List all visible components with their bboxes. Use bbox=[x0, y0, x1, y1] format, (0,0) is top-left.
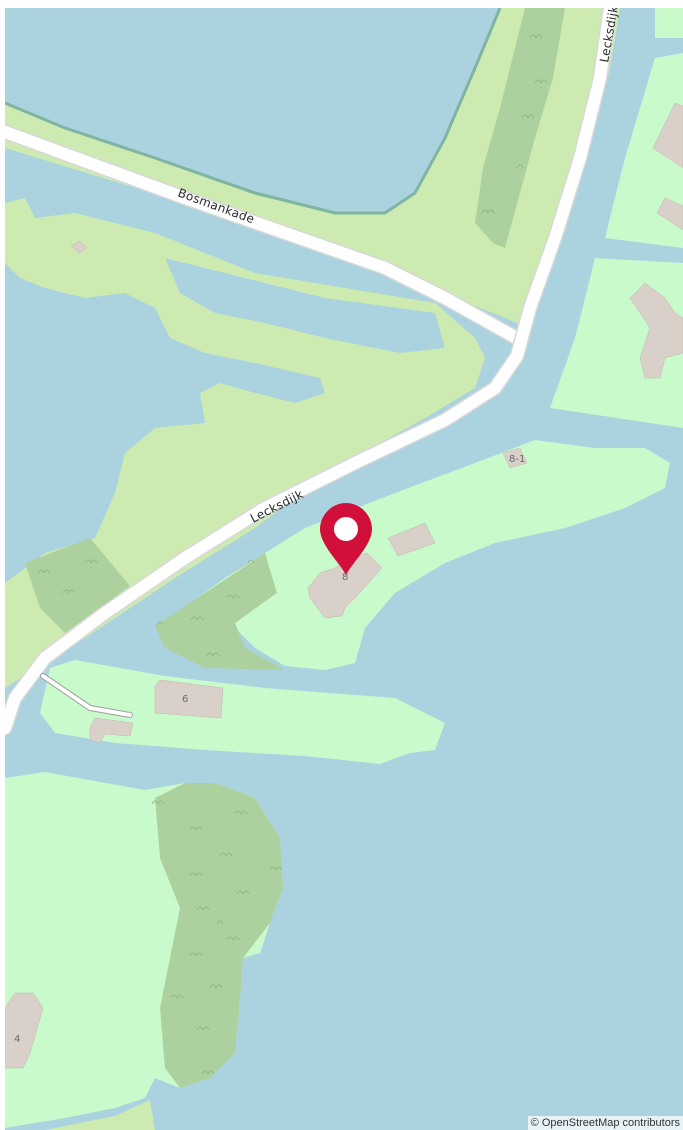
building-east-2 bbox=[656, 197, 683, 231]
forest-trees-island bbox=[156, 559, 255, 657]
canal-edge bbox=[5, 8, 502, 215]
forest-strip-north bbox=[475, 8, 565, 248]
water-inlet bbox=[165, 258, 445, 353]
forest-trees-west bbox=[37, 559, 98, 594]
building-house-4 bbox=[5, 992, 44, 1069]
house-number-8-1: 8-1 bbox=[509, 454, 525, 465]
building-east-1 bbox=[652, 102, 683, 169]
map-pin-icon[interactable] bbox=[320, 503, 372, 575]
map-attribution[interactable]: © OpenStreetMap contributors bbox=[527, 1116, 683, 1130]
island-house-8 bbox=[155, 440, 670, 670]
map-view[interactable]: Bosmankade Lecksdijk Lecksdijk 8 8-1 6 4… bbox=[5, 8, 683, 1130]
forest-trees-south bbox=[151, 800, 283, 1075]
forest-trees-north bbox=[481, 34, 548, 214]
forest-patch-west bbox=[25, 538, 130, 633]
grass-parcel-east-top bbox=[655, 8, 683, 38]
island-house-6 bbox=[40, 660, 445, 764]
grass-field-north bbox=[5, 8, 620, 326]
house-number-4: 4 bbox=[14, 1034, 20, 1045]
building-house-6 bbox=[154, 679, 224, 719]
building-east-3 bbox=[629, 282, 683, 379]
building-house-8 bbox=[307, 552, 383, 619]
road-bosmankade[interactable] bbox=[5, 124, 528, 348]
building-shed-6 bbox=[89, 717, 134, 744]
building-house-8-1 bbox=[502, 447, 528, 469]
house-number-6: 6 bbox=[182, 694, 188, 705]
house-number-8: 8 bbox=[342, 572, 348, 583]
small-building-west bbox=[70, 240, 88, 254]
grass-field-south bbox=[45, 1100, 155, 1130]
driveway-house-6[interactable] bbox=[40, 673, 133, 718]
grass-parcel-east-1 bbox=[605, 53, 683, 248]
building-annex bbox=[387, 522, 436, 557]
road-lecksdijk[interactable] bbox=[5, 8, 618, 736]
forest-patch-island bbox=[155, 553, 285, 670]
map-canvas[interactable]: Bosmankade Lecksdijk Lecksdijk 8 8-1 6 4 bbox=[5, 8, 683, 1130]
forest-patch-south bbox=[155, 783, 283, 1088]
